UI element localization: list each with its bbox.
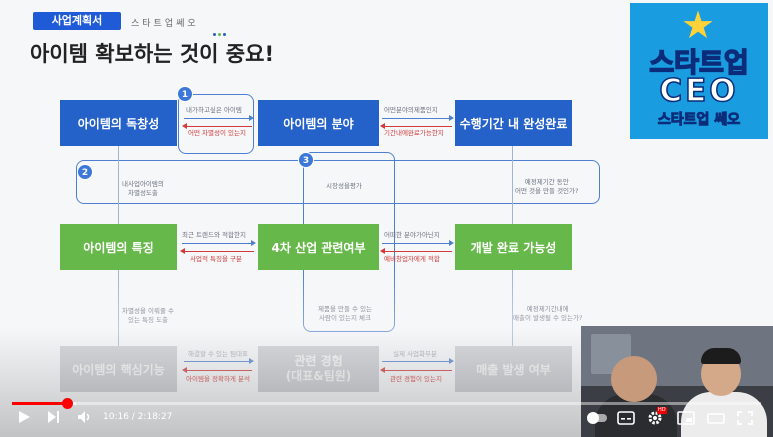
theater-icon [707, 413, 725, 424]
label-r2a-bottom: 사업적 특징을 구분 [190, 255, 242, 263]
host-2-hair [701, 348, 741, 364]
arrow-left [380, 123, 452, 129]
miniplayer-button[interactable] [677, 410, 695, 425]
label-low-left: 차별성을 이뤄줄 수 있는 특징 도출 [122, 307, 174, 324]
arrow-left [380, 367, 452, 373]
group-outline-1 [178, 94, 254, 154]
fullscreen-button[interactable] [737, 410, 755, 425]
label-r3a-bottom: 아이템을 정확하게 분석 [186, 375, 250, 383]
volume-icon [78, 411, 90, 423]
label-r3b-bottom: 관련 경험이 있는지 [390, 375, 442, 383]
label-low-center: 제품을 만들 수 있는 사람이 있는지 체크 [318, 305, 373, 322]
box-item-features: 아이템의 특징 [60, 224, 177, 270]
arrow-right [184, 115, 254, 121]
box-completion: 수행기간 내 완성완료 [455, 100, 572, 146]
box-item-field: 아이템의 분야 [258, 100, 379, 146]
label-r1a-bottom: 어떤 차별성이 있는지 [188, 129, 246, 137]
miniplayer-icon [677, 411, 695, 425]
logo-line-3: 스타트업 쎄오 [657, 112, 741, 129]
logo-line-2: CEO [659, 72, 739, 110]
progress-scrubber[interactable] [62, 398, 74, 409]
progress-played [12, 402, 68, 405]
box-related-experience: 관련 경험 (대표&팀원) [258, 346, 379, 392]
arrow-right [382, 358, 454, 364]
volume-button[interactable] [76, 410, 94, 428]
slide-channel-name: 스타트업쎄오 [131, 19, 199, 29]
autoplay-toggle[interactable] [586, 410, 608, 424]
arrow-left [182, 367, 252, 373]
box-dev-feasibility: 개발 완료 가능성 [455, 224, 572, 270]
time-total: 2:18:27 [137, 412, 173, 422]
star-icon: ★ [681, 3, 716, 47]
label-mid-center: 시장성을평가 [326, 182, 362, 190]
label-r3a-top: 해결할 수 있는 팀대표 [188, 350, 249, 358]
label-r1a-top: 내가하고싶은 아이템 [186, 106, 242, 114]
settings-button[interactable]: HD [647, 407, 667, 425]
host-1-face [611, 356, 657, 402]
label-r2a-top: 최근 트렌드와 적합한지 [182, 231, 246, 239]
fullscreen-icon [737, 411, 753, 425]
connector-line [118, 146, 119, 224]
next-icon [47, 411, 59, 423]
progress-bar[interactable] [12, 398, 761, 409]
time-display: 10:16 / 2:18:27 [103, 412, 172, 422]
step-badge-1: 1 [177, 86, 193, 102]
box-item-originality: 아이템의 독창성 [60, 100, 177, 146]
subtitles-button[interactable] [617, 410, 635, 425]
slide-tag: 사업계획서 [33, 12, 121, 30]
arrow-left [380, 248, 452, 254]
hd-badge: HD [657, 407, 667, 414]
connector-line [512, 270, 513, 346]
label-r2b-bottom: 예비창업자에게 적합 [384, 255, 440, 263]
decorative-dots [213, 21, 228, 40]
label-r1b-top: 어떤분야의제품인지 [384, 106, 438, 114]
label-r1b-bottom: 기간내에완료가능한지 [384, 129, 444, 137]
arrow-right [182, 240, 256, 246]
group-outline-2 [76, 160, 600, 204]
label-r3b-top: 실제 사업화부분 [393, 350, 437, 358]
label-mid-right: 예정제기간 동안 어떤 것을 만들 것인가? [515, 178, 579, 195]
connector-line [118, 270, 119, 346]
play-icon [18, 411, 30, 423]
box-industry-4: 4차 산업 관련여부 [258, 224, 379, 270]
arrow-left [180, 248, 254, 254]
time-current: 10:16 [103, 412, 129, 422]
label-r2b-top: 어떠한 분야가아닌지 [384, 231, 440, 239]
step-badge-2: 2 [77, 164, 93, 180]
logo-line-1: 스타트업 [649, 47, 750, 80]
webcam-overlay [581, 326, 773, 437]
slide-title: 아이템 확보하는 것이 중요! [30, 42, 275, 66]
arrow-left [182, 123, 252, 129]
settings-icon [648, 411, 662, 425]
arrow-right [184, 358, 254, 364]
next-button[interactable] [45, 410, 61, 428]
box-revenue: 매출 발생 여부 [455, 346, 572, 392]
time-separator: / [128, 412, 138, 422]
arrow-right [382, 115, 454, 121]
play-button[interactable] [16, 410, 32, 428]
connector-line [512, 146, 513, 224]
arrow-right [382, 240, 454, 246]
step-badge-3: 3 [298, 152, 314, 168]
theater-button[interactable] [707, 410, 725, 424]
channel-logo: ★ 스타트업 CEO 스타트업 쎄오 [630, 3, 768, 139]
autoplay-toggle-icon [587, 412, 607, 424]
subtitles-icon [617, 411, 635, 425]
label-mid-left: 내사업아이템의 차별성도출 [122, 180, 164, 197]
label-low-right: 예정제기간내에 매출이 발생될 수 있는가? [513, 305, 583, 322]
box-core-function: 아이템의 핵심기능 [60, 346, 177, 392]
